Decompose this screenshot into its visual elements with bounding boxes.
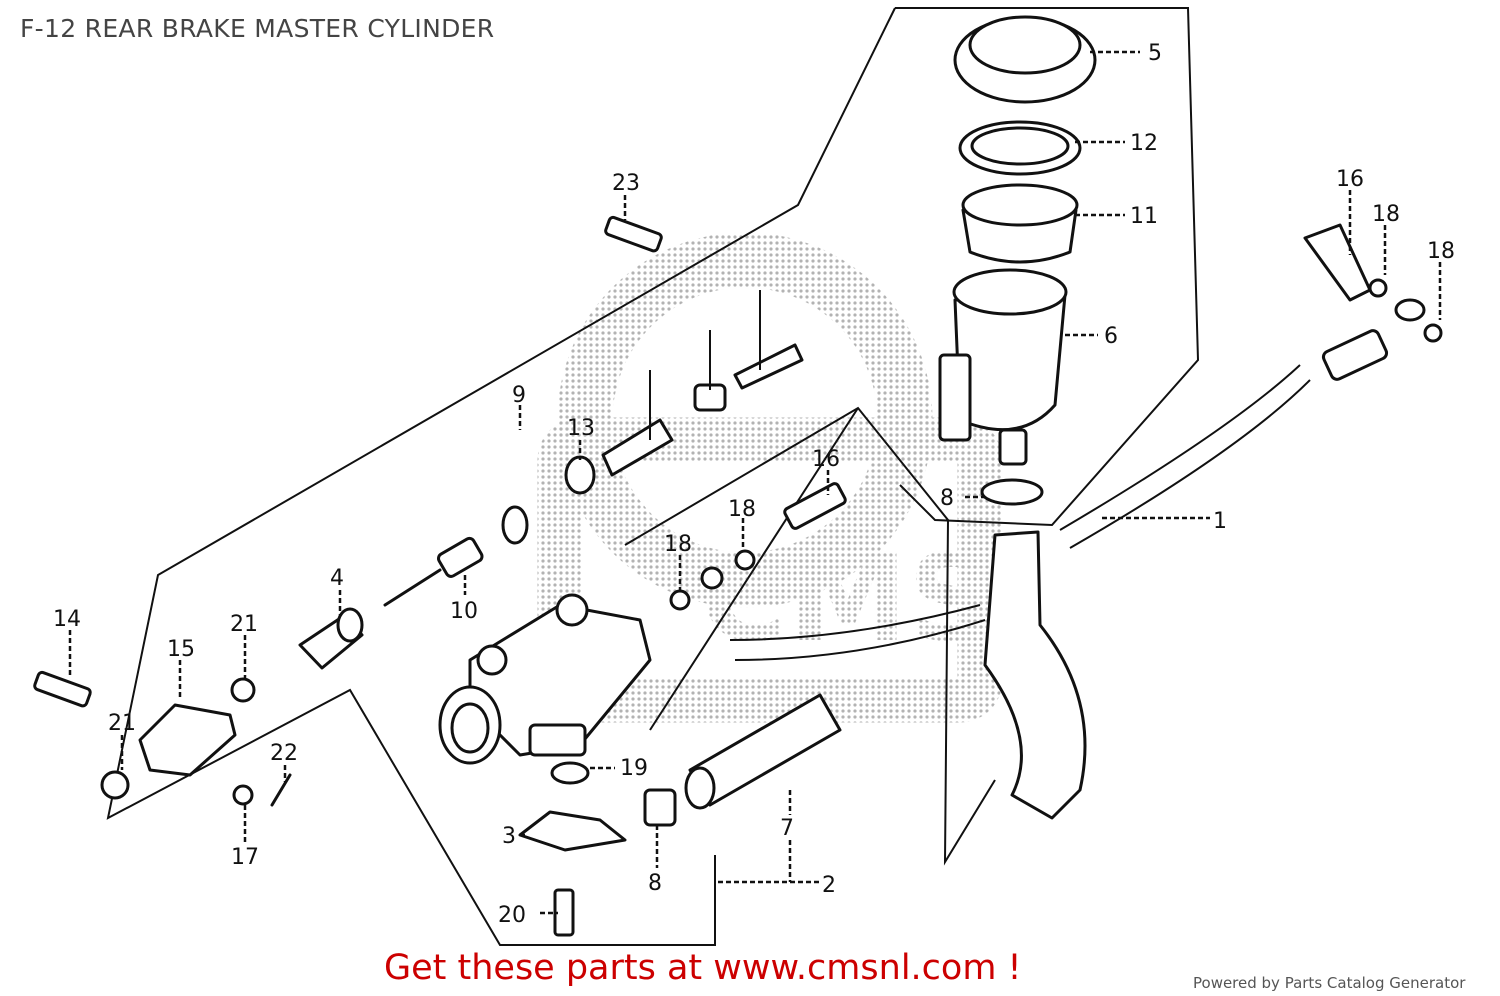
callout-2[interactable]: 2 [822, 873, 836, 898]
callout-1[interactable]: 1 [1213, 509, 1227, 534]
callout-12[interactable]: 12 [1130, 131, 1158, 156]
group-frames [106, 7, 1200, 946]
watermark: CMS [537, 232, 1003, 723]
callout-17[interactable]: 17 [231, 845, 259, 870]
lower-parts [518, 215, 986, 937]
callout-20[interactable]: 20 [498, 903, 526, 928]
bracket-assembly [33, 670, 292, 807]
callout-23[interactable]: 23 [612, 171, 640, 196]
callout-21-lower[interactable]: 21 [108, 711, 136, 736]
callout-18-center[interactable]: 18 [728, 497, 756, 522]
callout-16-right[interactable]: 16 [1336, 167, 1364, 192]
callout-7[interactable]: 7 [780, 816, 794, 841]
callout-9[interactable]: 9 [512, 383, 526, 408]
callout-11[interactable]: 11 [1130, 204, 1158, 229]
powered-by-text: Powered by Parts Catalog Generator [1193, 974, 1466, 992]
callout-15[interactable]: 15 [167, 637, 195, 662]
callout-labels: 1 2 3 4 5 6 7 8 8 9 10 11 12 13 14 15 16… [53, 41, 1455, 928]
reservoir-assembly [938, 15, 1097, 506]
callout-21-upper[interactable]: 21 [230, 612, 258, 637]
callout-3[interactable]: 3 [502, 824, 516, 849]
callout-8-upper[interactable]: 8 [940, 486, 954, 511]
leader-lines [68, 50, 1442, 915]
callout-13[interactable]: 13 [567, 416, 595, 441]
callout-18-left[interactable]: 18 [664, 532, 692, 557]
callout-6[interactable]: 6 [1104, 324, 1118, 349]
callout-4[interactable]: 4 [330, 566, 344, 591]
reservoir-hose [983, 530, 1087, 820]
callout-8-lower[interactable]: 8 [648, 871, 662, 896]
callout-10[interactable]: 10 [450, 599, 478, 624]
callout-18-right-b[interactable]: 18 [1427, 239, 1455, 264]
parts-link[interactable]: Get these parts at www.cmsnl.com ! [384, 948, 1022, 988]
piston-kit [298, 290, 804, 670]
callout-14[interactable]: 14 [53, 607, 81, 632]
callout-16-center[interactable]: 16 [812, 447, 840, 472]
callout-18-right-a[interactable]: 18 [1372, 202, 1400, 227]
master-cylinder-body [438, 593, 652, 765]
page-title: F-12 REAR BRAKE MASTER CYLINDER [20, 14, 495, 43]
brake-hose-right [1059, 223, 1443, 549]
callout-22[interactable]: 22 [270, 741, 298, 766]
callout-5[interactable]: 5 [1148, 41, 1162, 66]
callout-19[interactable]: 19 [620, 756, 648, 781]
